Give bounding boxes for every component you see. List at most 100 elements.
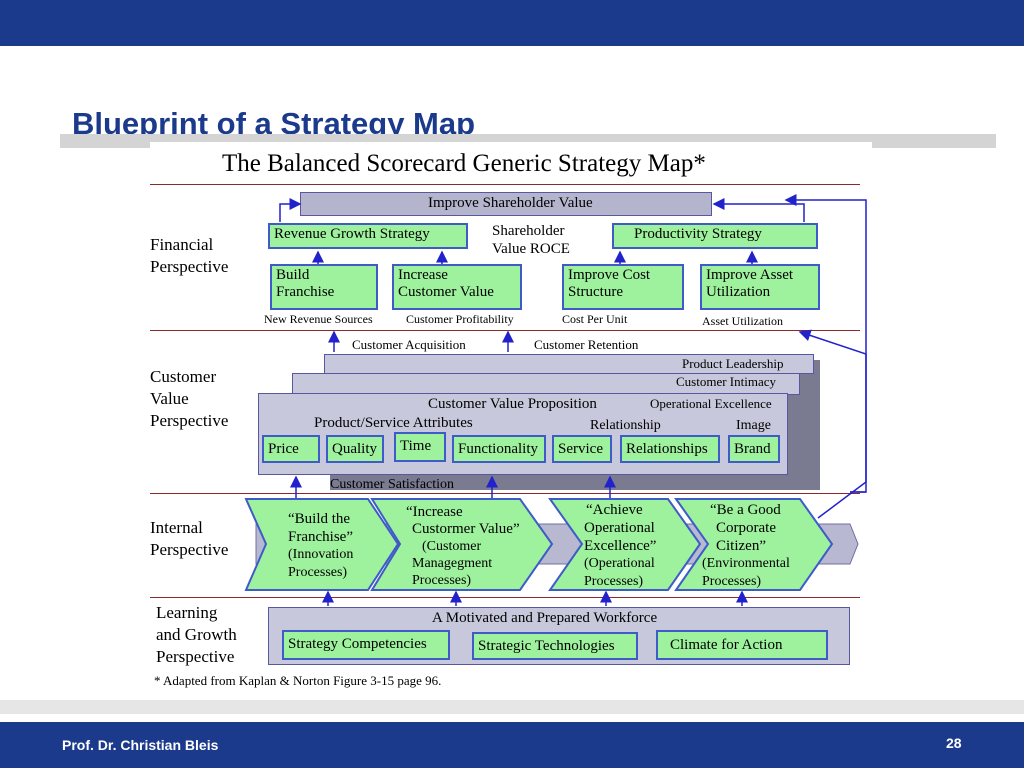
improve-asset-box: Improve Asset Utilization: [700, 264, 820, 310]
process-3-text: “Achieve Operational Excellence” (Operat…: [584, 501, 656, 591]
attribute-label: Time: [400, 438, 432, 454]
customer-intimacy-label: Customer Intimacy: [676, 374, 777, 389]
perspective-customer-line: Perspective: [150, 411, 229, 430]
learning-item-label: Climate for Action: [670, 637, 783, 653]
perspective-learning-line: Perspective: [156, 647, 235, 666]
improve-cost-line: Structure: [568, 284, 623, 301]
process-text-line: Citizen”: [716, 538, 766, 554]
perspective-learning-line: and Growth: [156, 625, 237, 644]
process-text-line: (Innovation: [288, 547, 354, 562]
relationship-service-box: Service: [552, 435, 612, 463]
perspective-internal-line: Internal: [150, 518, 203, 537]
arrow: [279, 198, 302, 222]
improve-cost-box: Improve Cost Structure: [562, 264, 684, 310]
perspective-learning-line: Learning: [156, 603, 218, 622]
customer-acquisition-label: Customer Acquisition: [352, 337, 466, 352]
attributes-header: Product/Service Attributes: [314, 415, 473, 431]
map-footnote: * Adapted from Kaplan & Norton Figure 3-…: [154, 673, 442, 688]
perspective-learning: Learning and Growth Perspective: [156, 602, 237, 668]
top-banner: [0, 0, 1024, 46]
revenue-growth-label: Revenue Growth Strategy: [274, 226, 430, 242]
divider-internal: [150, 597, 860, 598]
process-text-line: Operational: [584, 520, 655, 536]
image-brand-box: Brand: [728, 435, 780, 463]
learning-item-label: Strategic Technologies: [478, 638, 615, 654]
process-4-text: “Be a Good Corporate Citizen” (Environme…: [702, 501, 790, 591]
arrow: [784, 194, 867, 493]
increase-customer-value-line: Customer Value: [398, 284, 494, 301]
process-text-line: Processes): [288, 565, 348, 580]
strategic-technologies-box: Strategic Technologies: [472, 632, 638, 660]
divider-top: [150, 184, 860, 185]
shareholder-value-box: [300, 192, 712, 216]
perspective-internal-line: Perspective: [150, 540, 229, 559]
build-franchise-line: Franchise: [276, 284, 335, 301]
map-heading: The Balanced Scorecard Generic Strategy …: [222, 150, 706, 177]
page-number: 28: [946, 735, 962, 751]
relationship-relationships-box: Relationships: [620, 435, 720, 463]
divider-customer: [150, 493, 860, 494]
process-1-text: “Build the Franchise” (Innovation Proces…: [288, 510, 353, 582]
process-text-line: Processes): [702, 574, 762, 589]
attribute-functionality-box: Functionality: [452, 435, 546, 463]
process-2-text: “Increase Custormer Value” (Customer Man…: [404, 504, 520, 589]
perspective-financial-line: Financial: [150, 235, 214, 254]
process-text-line: Corporate: [716, 520, 776, 536]
build-franchise-box: Build Franchise: [270, 264, 378, 310]
strategy-map: The Balanced Scorecard Generic Strategy …: [150, 142, 872, 702]
workforce-label: A Motivated and Prepared Workforce: [432, 610, 658, 626]
measure-label: Asset Utilization: [702, 314, 783, 328]
perspective-financial: Financial Perspective: [150, 234, 228, 278]
bottom-banner: [0, 722, 1024, 768]
relationship-header: Relationship: [590, 418, 661, 433]
process-chevrons: [244, 498, 859, 591]
perspective-customer-line: Value: [150, 389, 189, 408]
attribute-quality-box: Quality: [326, 435, 384, 463]
learning-item-label: Strategy Competencies: [288, 636, 427, 652]
improve-cost-line: Improve Cost: [568, 267, 651, 283]
roce-line: Shareholder: [492, 223, 565, 239]
arrows: [279, 194, 867, 606]
process-text-line: (Operational: [584, 556, 655, 571]
productivity-box: Productivity Strategy: [612, 223, 818, 249]
measure-label: New Revenue Sources: [264, 312, 373, 326]
process-text-line: Managegment: [412, 556, 493, 571]
operational-excellence-label: Operational Excellence: [650, 396, 772, 411]
process-chevron-3: [548, 498, 702, 591]
measure-label: Cost Per Unit: [562, 312, 628, 326]
value-proposition-label: Customer Value Proposition: [428, 396, 597, 412]
perspective-customer-line: Customer: [150, 367, 217, 386]
arrow: [798, 329, 867, 519]
perspective-financial-line: Perspective: [150, 257, 229, 276]
shareholder-roce-label: Shareholder Value ROCE: [492, 222, 570, 258]
strategy-competencies-box: Strategy Competencies: [282, 630, 450, 660]
improve-asset-line: Utilization: [706, 284, 771, 301]
process-text-line: Processes): [412, 573, 472, 588]
improve-asset-line: Improve Asset: [706, 267, 794, 283]
relationship-label: Relationships: [626, 441, 708, 457]
process-text-line: Processes): [584, 574, 644, 589]
roce-line: Value ROCE: [492, 241, 570, 257]
process-chevron-1: [244, 498, 400, 591]
increase-customer-value-line: Increase: [398, 267, 448, 283]
customer-retention-label: Customer Retention: [534, 337, 639, 352]
image-label: Brand: [734, 441, 771, 457]
perspective-customer: Customer Value Perspective: [150, 366, 228, 432]
process-text-line: Excellence”: [584, 538, 657, 554]
attribute-time-box: Time: [394, 432, 446, 462]
process-chevron-2: [370, 498, 554, 591]
arrow: [712, 198, 805, 222]
measure-label: Customer Profitability: [406, 312, 514, 326]
relationship-label: Service: [558, 441, 603, 457]
perspective-internal: Internal Perspective: [150, 517, 228, 561]
process-text-line: “Increase: [406, 504, 463, 520]
process-text-line: Custormer Value”: [412, 521, 520, 537]
process-text-line: “Build the: [288, 511, 351, 527]
build-franchise-line: Build: [276, 267, 310, 283]
process-text-line: “Achieve: [586, 502, 643, 518]
process-text-line: Franchise”: [288, 529, 353, 545]
process-text-line: (Customer: [422, 539, 482, 554]
attribute-label: Quality: [332, 441, 377, 457]
attribute-price-box: Price: [262, 435, 320, 463]
image-header: Image: [736, 418, 771, 433]
